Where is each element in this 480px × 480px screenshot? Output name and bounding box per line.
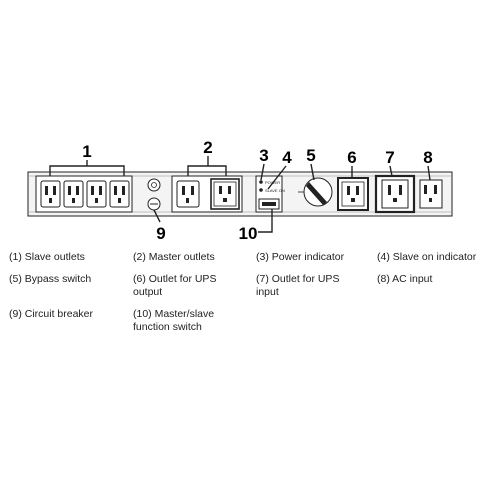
ac-input xyxy=(419,179,443,209)
outlet-ups-input xyxy=(374,174,416,214)
legend-slave-on-indicator: (4) Slave on indicator xyxy=(377,251,477,263)
callout-2: 2 xyxy=(203,138,212,157)
callout-5: 5 xyxy=(306,146,315,165)
callout-9: 9 xyxy=(156,224,165,243)
callout-10: 10 xyxy=(239,224,258,243)
bypass-switch xyxy=(298,177,333,207)
slave-on-indicator-label: SLAVE ON xyxy=(265,188,285,193)
legend-ups-input: (7) Outlet for UPS input xyxy=(256,273,340,298)
indicator-block xyxy=(255,175,283,213)
legend-master-slave-switch: (10) Master/slave function switch xyxy=(133,308,215,333)
legend-ups-output: (6) Outlet for UPS output xyxy=(133,273,217,298)
callout-3: 3 xyxy=(259,146,268,165)
circuit-breaker xyxy=(147,178,161,211)
legend-bypass-switch: (5) Bypass switch xyxy=(9,273,92,285)
legend-power-indicator: (3) Power indicator xyxy=(256,251,345,263)
legend-ac-input: (8) AC input xyxy=(377,273,433,285)
callout-6: 6 xyxy=(347,148,356,167)
callout-leaders xyxy=(49,156,431,233)
legend-circuit-breaker: (9) Circuit breaker xyxy=(9,308,94,320)
slave-outlets xyxy=(35,175,133,213)
outlet-ups-output xyxy=(337,177,369,211)
callout-1: 1 xyxy=(82,142,91,161)
callout-7: 7 xyxy=(385,148,394,167)
legend-slave-outlets: (1) Slave outlets xyxy=(9,251,85,263)
callout-4: 4 xyxy=(282,148,292,167)
legend-master-outlets: (2) Master outlets xyxy=(133,251,215,263)
master-outlets xyxy=(171,175,243,213)
callout-8: 8 xyxy=(423,148,432,167)
